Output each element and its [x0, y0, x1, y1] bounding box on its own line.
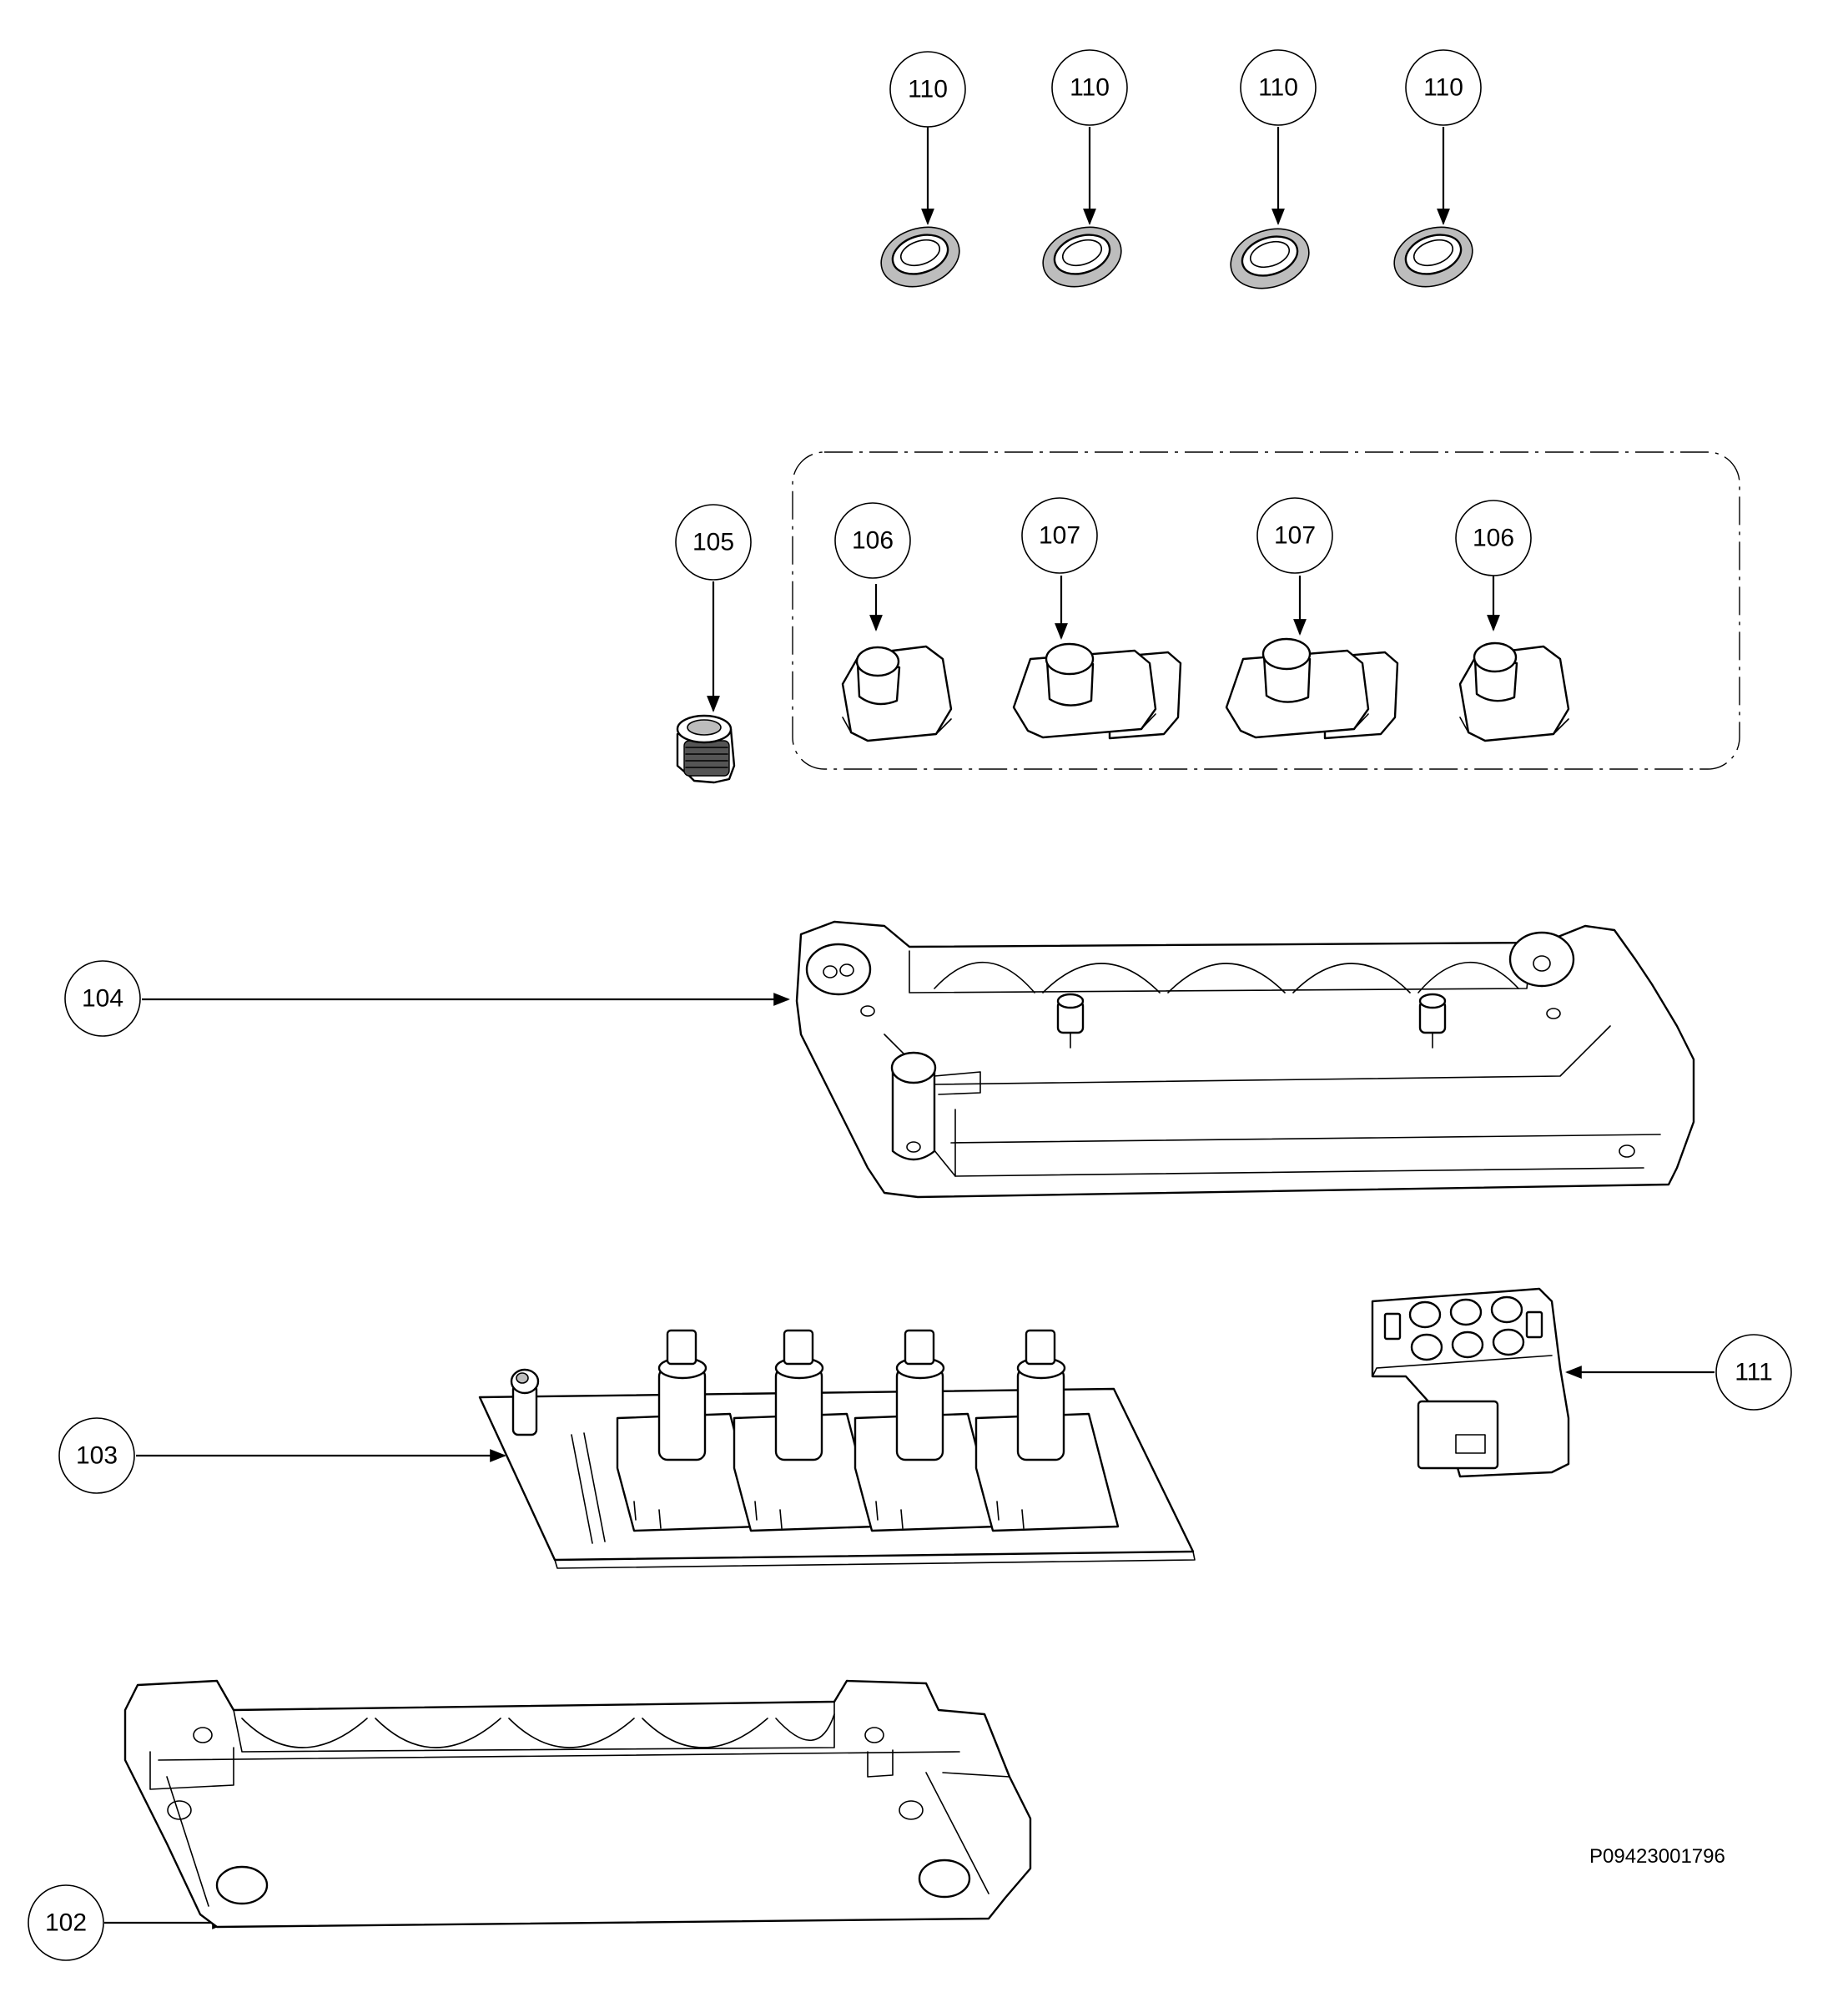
- callout-110-c-label: 110: [1258, 74, 1298, 102]
- callout-110-d-label: 110: [1423, 74, 1463, 102]
- switch-board-103: [136, 1329, 1196, 1569]
- callout-103-label: 103: [76, 1442, 118, 1470]
- callout-105: 105: [675, 504, 752, 581]
- callout-110-a: 110: [889, 51, 966, 128]
- ring-110-b: [1042, 127, 1122, 288]
- callout-110-b: 110: [1051, 49, 1128, 126]
- button-caps-group-frame: [792, 451, 1740, 770]
- front-frame-104: [142, 920, 1695, 1199]
- callout-110-c: 110: [1240, 49, 1317, 126]
- button-cap-106-a: [841, 584, 953, 742]
- callout-104-label: 104: [82, 985, 123, 1013]
- push-switch-2: [733, 1329, 878, 1532]
- callout-110-b-label: 110: [1070, 74, 1110, 102]
- callout-106-b-label: 106: [1473, 525, 1514, 552]
- callout-106-a-label: 106: [852, 527, 894, 555]
- callout-107-a-label: 107: [1039, 522, 1080, 550]
- ring-110-a: [880, 127, 960, 288]
- callout-107-b-label: 107: [1274, 522, 1316, 550]
- callout-103: 103: [58, 1417, 135, 1494]
- callout-102-label: 102: [45, 1909, 87, 1937]
- drawing-code: P09423001796: [1589, 1845, 1725, 1868]
- callout-111: 111: [1715, 1334, 1792, 1411]
- callout-110-d: 110: [1405, 49, 1482, 126]
- callout-106-b: 106: [1455, 500, 1532, 576]
- callout-107-b: 107: [1256, 497, 1333, 574]
- rear-housing-102: [104, 1679, 1032, 1929]
- callout-102: 102: [28, 1884, 104, 1961]
- callout-111-label: 111: [1735, 1359, 1773, 1386]
- push-switch-4: [974, 1329, 1120, 1532]
- ring-110-d: [1393, 127, 1473, 288]
- light-cap-105: [676, 581, 736, 784]
- callout-106-a: 106: [834, 502, 911, 579]
- ring-110-c: [1230, 127, 1310, 289]
- callout-104: 104: [64, 960, 141, 1037]
- button-cap-106-b: [1458, 576, 1570, 742]
- callout-105-label: 105: [692, 529, 734, 556]
- push-switch-3: [854, 1329, 999, 1532]
- push-switch-1: [616, 1329, 761, 1532]
- button-cap-107-a: [1012, 576, 1182, 740]
- callout-110-a-label: 110: [908, 76, 948, 103]
- callout-107-a: 107: [1021, 497, 1098, 574]
- button-cap-107-b: [1225, 576, 1399, 740]
- connector-111: [1371, 1287, 1715, 1478]
